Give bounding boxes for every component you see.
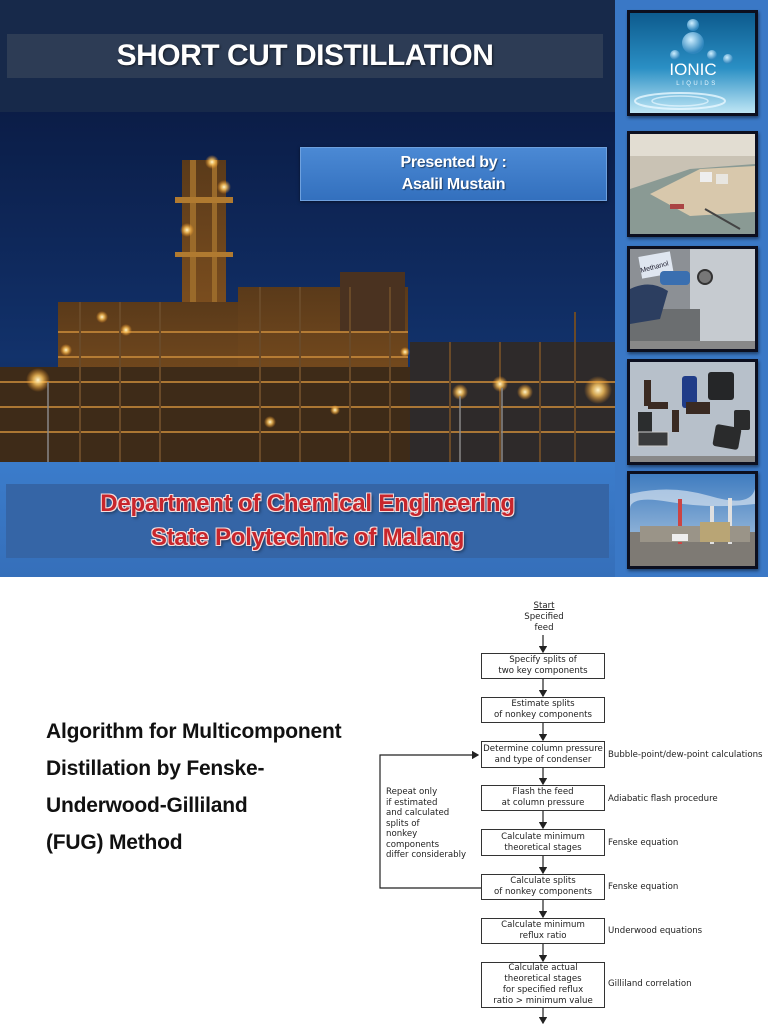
step-text: Determine column pressure [483, 743, 603, 754]
heading-line-4: (FUG) Method [46, 831, 183, 854]
refinery-illustration [0, 155, 615, 462]
step-text: for specified reflux [502, 985, 584, 995]
note-fenske-2: Fenske equation [608, 882, 679, 892]
step-text: Specify splits of [509, 655, 577, 665]
note-underwood: Underwood equations [608, 926, 703, 936]
step-text: at column pressure [501, 798, 585, 808]
step-text: theoretical stages [504, 842, 582, 853]
ionic-liquids-image: IONIC LIQUIDS [627, 10, 758, 116]
main-panel: SHORT CUT DISTILLATION [0, 0, 615, 577]
algorithm-slide: Algorithm for Multicomponent Distillatio… [0, 577, 768, 1024]
flow-step-actual-stages: Calculate actual theoretical stages for … [481, 962, 605, 1008]
institution-box: Department of Chemical Engineering State… [6, 484, 609, 558]
note-adiabatic-flash: Adiabatic flash procedure [608, 794, 718, 804]
step-text: Calculate minimum [501, 831, 585, 842]
heading-line-2: Distillation by Fenske- [46, 757, 265, 780]
step-text: theoretical stages [504, 974, 582, 984]
svg-text:LIQUIDS: LIQUIDS [676, 81, 718, 87]
note-line: if estimated [386, 797, 438, 808]
fug-flowchart: Start Specified feed Specify splits of t… [0, 577, 768, 1024]
note-line: splits of [386, 818, 420, 829]
note-line: Repeat only [386, 787, 438, 797]
note-fenske-1: Fenske equation [608, 838, 679, 848]
flow-step-calc-nonkey-splits: Calculate splits of nonkey components [481, 874, 605, 900]
institution-name: State Polytechnic of Malang [150, 524, 465, 551]
step-text: Flash the feed [512, 787, 574, 797]
step-text: two key components [498, 666, 588, 676]
step-text: and type of condenser [494, 754, 592, 765]
note-line: and calculated [386, 808, 450, 818]
flow-step-specify-key-splits: Specify splits of two key components [481, 653, 605, 679]
institution-band: Department of Chemical Engineering State… [0, 462, 615, 577]
note-line: components [386, 839, 440, 850]
step-text: Estimate splits [511, 699, 575, 709]
step-text: Calculate actual [508, 963, 578, 973]
flow-step-column-pressure: Determine column pressure and type of co… [481, 741, 605, 768]
start-label: Start [533, 601, 555, 611]
start-sub-1: Specified [524, 612, 564, 622]
aerial-industrial-port-photo [627, 131, 758, 237]
presenter-box: Presented by : Asalil Mustain [300, 147, 607, 201]
title-slide: SHORT CUT DISTILLATION [0, 0, 768, 577]
refinery-daytime-photo [627, 471, 758, 569]
presenter-name: Asalil Mustain [401, 176, 506, 193]
flow-step-min-reflux: Calculate minimum reflux ratio [481, 918, 605, 944]
slide-title: SHORT CUT DISTILLATION [116, 39, 494, 72]
algorithm-heading: Algorithm for Multicomponent Distillatio… [46, 713, 386, 861]
batteries-photo [627, 359, 758, 465]
note-line: differ considerably [386, 850, 467, 860]
flowchart-start: Start Specified feed [500, 601, 588, 634]
heading-line-3: Underwood-Gilliland [46, 794, 248, 817]
presenter-label: Presented by : [400, 154, 507, 171]
svg-text:IONIC: IONIC [669, 60, 716, 79]
flow-step-estimate-nonkey-splits: Estimate splits of nonkey components [481, 697, 605, 723]
step-text: Calculate minimum [501, 920, 585, 930]
methanol-refueling-photo: Methanol [627, 246, 758, 352]
step-text: of nonkey components [493, 887, 593, 897]
flow-step-min-stages: Calculate minimum theoretical stages [481, 829, 605, 856]
thumbnail-strip: IONIC LIQUIDS [615, 0, 768, 577]
department-name: Department of Chemical Engineering [100, 490, 515, 517]
step-text: of nonkey components [493, 710, 593, 720]
note-gilliland: Gilliland correlation [608, 979, 692, 989]
heading-line-1: Algorithm for Multicomponent [46, 720, 342, 743]
repeat-loop-note: Repeat only if estimated and calculated … [386, 787, 466, 861]
step-text: reflux ratio [519, 931, 567, 941]
start-sub-2: feed [534, 623, 554, 633]
note-line: nonkey [386, 829, 418, 839]
step-text: Calculate splits [510, 876, 576, 886]
title-band: SHORT CUT DISTILLATION [7, 34, 603, 78]
note-bubble-dew-point: Bubble-point/dew-point calculations [608, 750, 763, 760]
flow-step-flash-feed: Flash the feed at column pressure [481, 785, 605, 811]
flowchart-connectors [379, 635, 548, 1024]
step-text: ratio > minimum value [493, 996, 593, 1006]
